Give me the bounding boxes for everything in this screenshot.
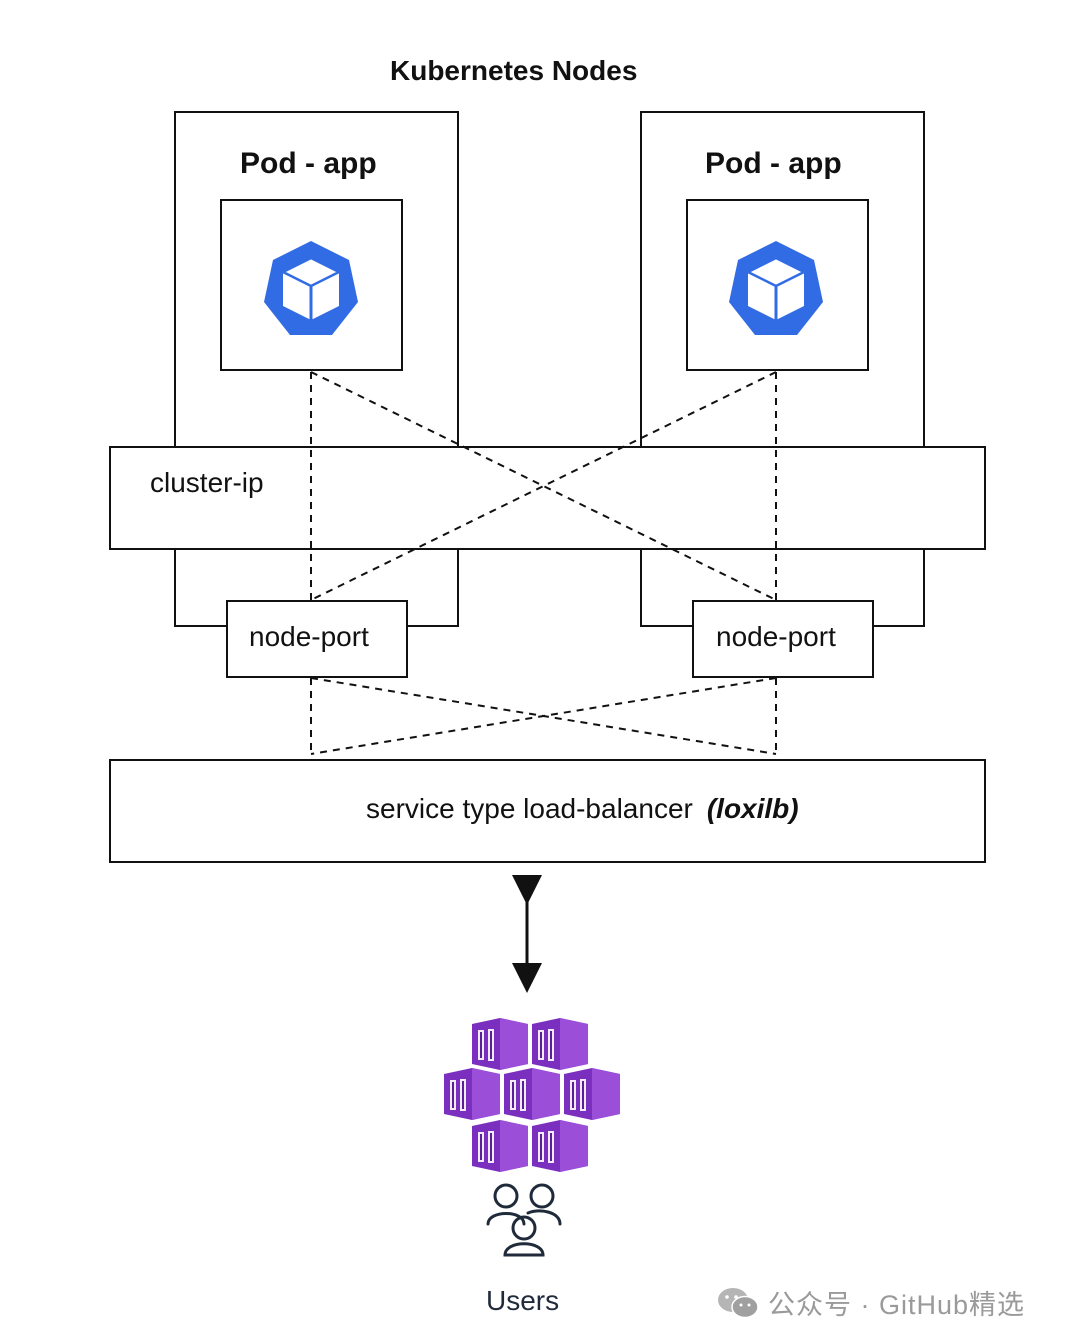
pod-label-right: Pod - app <box>705 147 842 180</box>
watermark-text: 公众号 · GitHub精选 <box>768 1290 1026 1320</box>
load-balancer-type: service type load-balancer <box>366 793 693 824</box>
node-port-box-right <box>692 600 874 678</box>
container-cluster-icon <box>444 1018 620 1172</box>
cluster-ip-bar <box>109 446 986 550</box>
nodeport-to-lb-connectors <box>310 677 777 755</box>
load-balancer-label: service type load-balancer (loxilb) <box>366 793 799 825</box>
node-port-label-right: node-port <box>716 621 836 652</box>
diagram-title: Kubernetes Nodes <box>390 55 638 86</box>
cluster-ip-label: cluster-ip <box>150 467 264 498</box>
wechat-icon <box>718 1287 759 1318</box>
pod-label-left: Pod - app <box>240 147 377 180</box>
users-icon <box>486 1183 562 1257</box>
pod-to-nodeport-connectors <box>310 371 777 601</box>
users-label: Users <box>486 1285 560 1316</box>
node-port-box-left <box>226 600 408 678</box>
load-balancer-impl: (loxilb) <box>706 793 799 824</box>
load-balancer-bar <box>109 759 986 863</box>
watermark: 公众号 · GitHub精选 <box>716 1283 1025 1322</box>
node-port-label-left: node-port <box>249 621 369 652</box>
